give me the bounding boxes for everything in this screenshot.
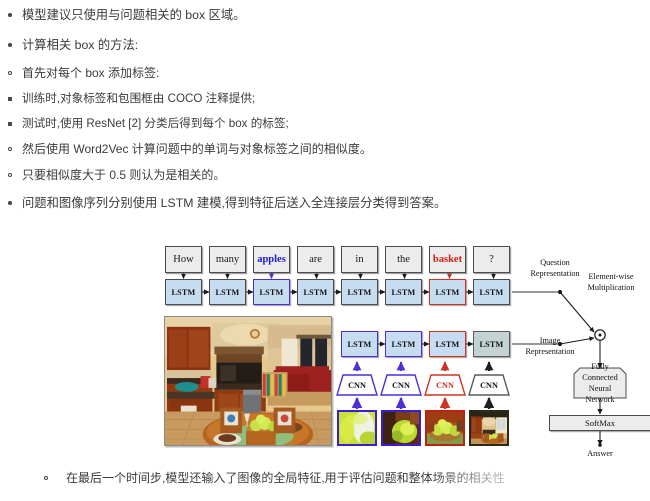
question-lstm-cell: LSTM [165,279,202,305]
main-scene-photo [164,316,332,446]
image-lstm-cell-global: LSTM [473,331,510,357]
bullet-item: 首先对每个 box 添加标签: [0,60,650,86]
bullet-item: 模型建议只使用与问题相关的 box 区域。 [0,0,650,30]
cnn-block: CNN [469,375,509,395]
question-word-box: ? [473,246,510,273]
image-lstm-cell: LSTM [429,331,466,357]
question-representation-label: Question Representation [513,258,597,279]
qr-line-2: Representation [530,268,580,278]
question-lstm-cell: LSTM [209,279,246,305]
question-lstm-cell: LSTM [297,279,334,305]
cnn-block: CNN [337,375,377,395]
bullet-item: 然后使用 Word2Vec 计算问题中的单词与对象标签之间的相似度。 [0,136,650,162]
image-representation-label: Image Representation [508,336,592,357]
ir-line-2: Representation [525,346,575,356]
thumbnail-apple-2 [381,410,421,446]
green-apple-closeup [339,412,375,444]
image-lstm-cell: LSTM [341,331,378,357]
ir-line-1: Image [539,336,561,345]
question-lstm-cell: LSTM [385,279,422,305]
bullet-item: 测试时,使用 ResNet [2] 分类后得到每个 box 的标签; [0,111,650,136]
bullet-item: 在最后一个时间步,模型还输入了图像的全局特征,用于评估问题和整体场景的相关性 [44,470,505,491]
outline-list-level-1: 模型建议只使用与问题相关的 box 区域。 计算相关 box 的方法: [0,0,650,60]
thumbnail-apple-bowl [425,410,465,446]
fc-line-2: Neural Network [585,384,615,404]
cnn-label: CNN [436,380,454,390]
notes-last-line-clipped: 在最后一个时间步,模型还输入了图像的全局特征,用于评估问题和整体场景的相关性 [0,470,650,494]
question-word-box: in [341,246,378,273]
vqa-architecture-diagram: How many apples are in the basket ? LSTM… [0,228,650,473]
image-lstm-cell: LSTM [385,331,422,357]
question-word-box-apples: apples [253,246,290,273]
kitchen-living-room-photo [165,317,331,445]
cnn-label: CNN [480,380,498,390]
elementwise-multiplication-label: Element-wise Multiplication [575,272,647,293]
outline-list-level-1-cont: 问题和图像序列分别使用 LSTM 建模,得到特征后送入全连接层分类得到答案。 [0,188,650,218]
kitchen-scene-wide [471,412,507,444]
question-lstm-cell: LSTM [473,279,510,305]
bullet-item: 计算相关 box 的方法: [0,30,650,60]
fully-connected-label: Fully Connected Neural Network [574,362,626,404]
question-lstm-cell: LSTM [341,279,378,305]
cnn-label: CNN [392,380,410,390]
question-lstm-cell-apples: LSTM [253,279,290,305]
qr-line-1: Question [540,258,570,267]
question-word-box-basket: basket [429,246,466,273]
apple-on-dark-background [383,412,419,444]
bullet-item: 训练时,对象标签和包围框由 COCO 注释提供; [0,86,650,111]
question-word-box: the [385,246,422,273]
cnn-block: CNN [381,375,421,395]
thumbnail-apple-1 [337,410,377,446]
fc-line-1: Fully Connected [582,362,618,382]
diagram-connectors [181,273,627,447]
question-word-box: How [165,246,202,273]
bullet-item: 只要相似度大于 0.5 则认为是相关的。 [0,162,650,188]
softmax-block: SoftMax [549,415,650,431]
ew-line-2: Multiplication [587,282,635,292]
answer-label: Answer [587,449,613,458]
notes-outline: 模型建议只使用与问题相关的 box 区域。 计算相关 box 的方法: 首先对每… [0,0,650,218]
ew-line-1: Element-wise [588,272,634,281]
question-word-box: many [209,246,246,273]
cnn-block: CNN [425,375,465,395]
fully-connected-block: Fully Connected Neural Network [574,362,626,404]
thumbnail-kitchen-wide [469,410,509,446]
question-word-box: are [297,246,334,273]
cnn-label: CNN [348,380,366,390]
bullet-item: 问题和图像序列分别使用 LSTM 建模,得到特征后送入全连接层分类得到答案。 [0,188,650,218]
outline-list-level-2: 首先对每个 box 添加标签: 训练时,对象标签和包围框由 COCO 注释提供;… [0,60,650,188]
outline-list-level-3: 训练时,对象标签和包围框由 COCO 注释提供; 测试时,使用 ResNet [… [0,86,650,136]
question-lstm-cell-basket: LSTM [429,279,466,305]
bowl-of-green-apples [427,412,463,444]
